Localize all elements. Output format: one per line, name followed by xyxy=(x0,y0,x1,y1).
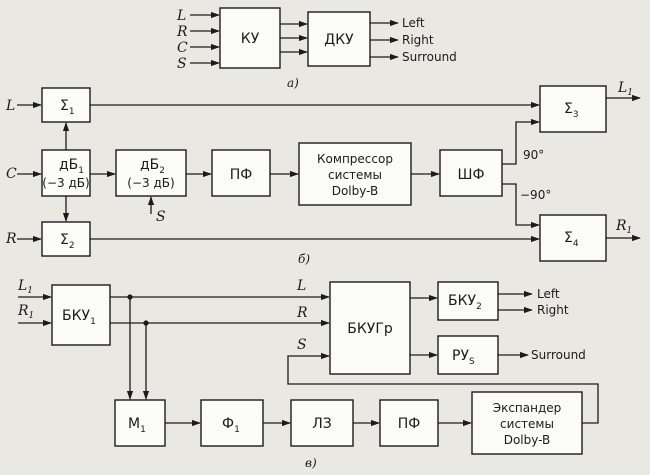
dku-block xyxy=(307,11,371,67)
part-a-input-l: L xyxy=(176,8,186,24)
caption-b: б) xyxy=(298,252,310,266)
part-a-output-surround: Surround xyxy=(402,50,457,64)
sum2-block xyxy=(41,221,91,257)
compressor-line3: Dolby-B xyxy=(332,184,379,198)
output-surround: Surround xyxy=(531,348,586,362)
input-l: L xyxy=(5,98,15,114)
expander-line3: Dolby-B xyxy=(504,433,551,447)
rus-block xyxy=(437,335,499,375)
bkugr-input-s: S xyxy=(297,337,307,353)
f1-label: Ф1 xyxy=(222,416,240,435)
output-left: Left xyxy=(537,287,560,301)
compressor-line1: Компрессор xyxy=(317,152,393,166)
part-a-output-right: Right xyxy=(402,33,434,47)
wire-expander-s xyxy=(287,352,599,424)
part-a-input-s: S xyxy=(177,56,187,72)
pf-block xyxy=(211,149,271,197)
caption-v: в) xyxy=(305,456,317,470)
junction-l xyxy=(127,294,133,300)
db2-block xyxy=(115,149,187,197)
junction-r xyxy=(143,320,149,326)
input-c: C xyxy=(6,166,17,182)
m1-label: М1 xyxy=(128,416,146,435)
phase-minus-90: −90° xyxy=(520,188,551,202)
input-l1: L1 xyxy=(17,278,33,296)
bku1-label: БКУ1 xyxy=(62,308,96,327)
shf-block xyxy=(439,149,503,197)
bkugr-input-l: L xyxy=(296,278,306,294)
diagram-part-v: L1 R1 БКУ1 L R S БКУГр БКУ2 Left Right Р… xyxy=(17,278,599,470)
dku-label: ДКУ xyxy=(324,32,354,48)
db2-label: дБ2 xyxy=(140,157,165,176)
pf2-label: ПФ xyxy=(398,416,421,432)
input-r1: R1 xyxy=(17,303,34,321)
db1-attenuation: (−3 дБ) xyxy=(42,176,89,190)
part-a-input-c: C xyxy=(177,40,188,56)
lz-block xyxy=(290,399,354,447)
m1-block xyxy=(114,399,166,447)
phase-plus-90: 90° xyxy=(523,148,544,162)
sum4-block xyxy=(539,214,607,262)
shf-label: ШФ xyxy=(457,167,484,183)
compressor-line2: системы xyxy=(328,168,382,182)
ku-block xyxy=(219,7,281,69)
output-right: Right xyxy=(537,303,569,317)
ku-label: КУ xyxy=(241,31,260,47)
compressor-block xyxy=(298,142,412,206)
sum4-label: Σ4 xyxy=(564,230,579,249)
diagram-part-a: L R C S КУ ДКУ Left Right Surround а) xyxy=(176,7,457,90)
bkugr-label: БКУГр xyxy=(347,321,393,337)
f1-block xyxy=(200,399,264,447)
wire-shf-sum3 xyxy=(502,118,540,165)
rus-label: РУS xyxy=(452,348,475,367)
output-r1: R1 xyxy=(615,218,632,236)
part-a-input-r: R xyxy=(176,24,188,40)
bku2-label: БКУ2 xyxy=(448,293,482,312)
s-input: S xyxy=(156,209,166,225)
bkugr-block xyxy=(329,281,411,375)
input-r: R xyxy=(5,231,17,247)
sum3-label: Σ3 xyxy=(564,101,579,120)
expander-line1: Экспандер xyxy=(493,401,562,415)
part-a-output-left: Left xyxy=(402,16,425,30)
sum2-label: Σ2 xyxy=(60,232,75,251)
diagram-part-b: L C R Σ1 дБ1 (−3 дБ) Σ2 дБ2 (−3 дБ) S ПФ xyxy=(5,80,641,266)
db2-attenuation: (−3 дБ) xyxy=(127,176,174,190)
lz-label: ЛЗ xyxy=(312,416,332,432)
caption-a: а) xyxy=(287,76,299,90)
db1-label: дБ1 xyxy=(59,157,84,176)
bku1-block xyxy=(51,284,111,346)
output-l1: L1 xyxy=(617,80,633,98)
wire-shf-sum4 xyxy=(502,183,540,229)
bkugr-input-r: R xyxy=(296,305,308,321)
sum3-block xyxy=(539,85,607,133)
sum1-block xyxy=(41,87,91,123)
expander-line2: системы xyxy=(500,417,554,431)
bku2-block xyxy=(437,281,499,321)
sum1-label: Σ1 xyxy=(60,98,75,117)
pf-label: ПФ xyxy=(230,167,253,183)
